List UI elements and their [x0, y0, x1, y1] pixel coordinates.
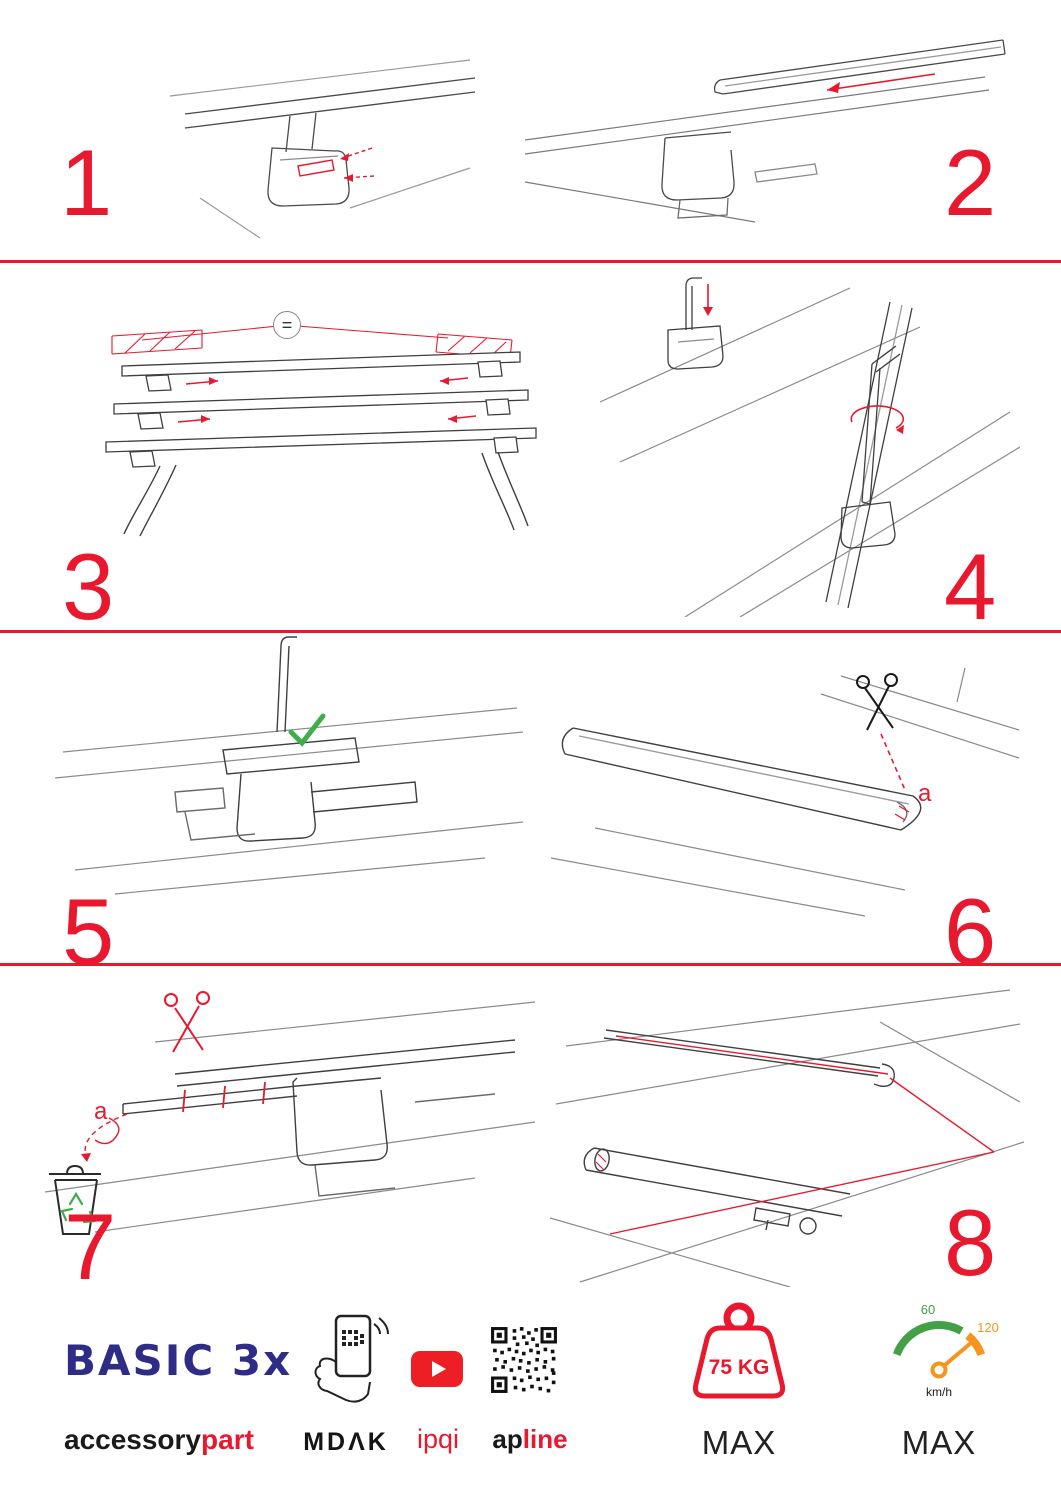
- step5-diagram-pin-check: [55, 636, 524, 895]
- step-3-number: 3: [62, 534, 115, 639]
- step7-diagram-trim-discard: [44, 991, 536, 1235]
- step6-diagram-cut-strip: [550, 668, 1020, 917]
- max-weight-label: MAX: [701, 1424, 777, 1461]
- phone-scan-icon: [314, 1314, 389, 1403]
- step-7-number: 7: [64, 1194, 117, 1299]
- step-8-number: 8: [944, 1190, 997, 1295]
- scissors-icon: [856, 673, 898, 731]
- speed-high-label: 120: [977, 1320, 999, 1335]
- section-divider-3: [0, 963, 1061, 966]
- speed-unit-label: km/h: [926, 1385, 952, 1399]
- brand-wordmark: accessorypart: [64, 1424, 254, 1456]
- speedometer-icon: 60 120 km/h: [892, 1302, 999, 1399]
- step7-cut-label: a: [94, 1098, 108, 1125]
- step4-diagram-allen-key: [599, 277, 1020, 617]
- brand-wordmark-black: accessory: [64, 1424, 202, 1455]
- product-name: BASIC 3x: [64, 1336, 293, 1385]
- step1-diagram-clamp-insert: [169, 59, 476, 239]
- step-1-number: 1: [60, 130, 113, 235]
- step-2-number: 2: [944, 130, 997, 235]
- logo-apline-black: ap: [492, 1424, 523, 1454]
- step6-cut-label: a: [918, 780, 932, 807]
- max-weight-icon: 75 KG: [692, 1302, 786, 1399]
- speed-low-label: 60: [921, 1302, 935, 1317]
- logo-apline: apline: [482, 1424, 578, 1455]
- youtube-icon: [411, 1351, 463, 1387]
- brand-wordmark-red: part: [201, 1424, 254, 1455]
- recycle-icon: [60, 1191, 96, 1224]
- logo-ipqi: ipqi: [416, 1424, 460, 1454]
- step8-diagram-final-assembly: [550, 989, 1025, 1287]
- max-speed-label: MAX: [901, 1424, 977, 1461]
- check-icon: [288, 713, 326, 747]
- qr-code: [491, 1327, 557, 1393]
- section-divider-1: [0, 260, 1061, 263]
- step-6-number: 6: [944, 879, 997, 984]
- logo-mdak: MDΛK: [303, 1428, 389, 1456]
- step3-diagram-equal-spacing: [105, 325, 537, 537]
- step2-diagram-bar-slide: [524, 39, 1006, 223]
- max-weight-value: 75 KG: [709, 1356, 770, 1379]
- equal-spacing-badge: =: [273, 311, 301, 339]
- trash-bin-icon: [49, 1164, 101, 1235]
- step-4-number: 4: [944, 534, 997, 639]
- scissors-icon-red: [164, 991, 210, 1053]
- step-5-number: 5: [62, 879, 115, 984]
- section-divider-2: [0, 630, 1061, 633]
- logo-apline-red: line: [522, 1424, 568, 1454]
